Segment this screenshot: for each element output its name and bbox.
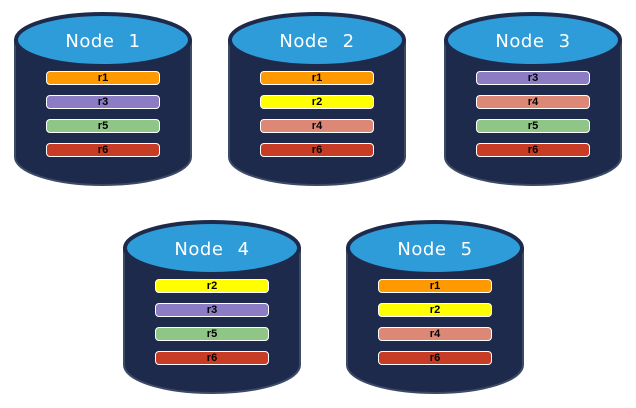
node-title: Node 5	[397, 239, 473, 260]
partition-label: r5	[97, 120, 109, 132]
partition-bar: r2	[378, 303, 492, 317]
partition-list: r1 r3 r5 r6	[46, 71, 160, 167]
cylinder-top	[123, 220, 301, 276]
partition-label: r6	[527, 144, 539, 156]
database-node: Node 5 r1 r2 r4 r6	[344, 219, 526, 397]
partition-label: r4	[429, 328, 441, 340]
partition-bar: r6	[155, 351, 269, 365]
partition-bar: r5	[476, 119, 590, 133]
partition-bar: r6	[46, 143, 160, 157]
partition-bar: r2	[260, 95, 374, 109]
partition-label: r6	[429, 352, 441, 364]
database-node: Node 4 r2 r3 r5 r6	[121, 219, 303, 397]
database-node: Node 1 r1 r3 r5 r6	[12, 11, 194, 189]
partition-bar: r3	[155, 303, 269, 317]
partition-bar: r4	[476, 95, 590, 109]
partition-bar: r1	[378, 279, 492, 293]
partition-bar: r1	[260, 71, 374, 85]
partition-label: r2	[311, 96, 323, 108]
partition-label: r3	[206, 304, 218, 316]
partition-bar: r6	[378, 351, 492, 365]
partition-list: r1 r2 r4 r6	[378, 279, 492, 375]
node-title: Node 1	[65, 31, 141, 52]
partition-bar: r3	[46, 95, 160, 109]
partition-bar: r6	[260, 143, 374, 157]
cylinder-top	[444, 12, 622, 68]
partition-bar: r1	[46, 71, 160, 85]
cylinder-top	[14, 12, 192, 68]
partition-list: r1 r2 r4 r6	[260, 71, 374, 167]
partition-list: r2 r3 r5 r6	[155, 279, 269, 375]
partition-label: r1	[429, 280, 441, 292]
node-title: Node 4	[174, 239, 250, 260]
partition-label: r6	[97, 144, 109, 156]
partition-bar: r4	[378, 327, 492, 341]
partition-bar: r3	[476, 71, 590, 85]
partition-label: r5	[206, 328, 218, 340]
partition-bar: r5	[155, 327, 269, 341]
partition-label: r3	[97, 96, 109, 108]
node-title: Node 2	[279, 31, 355, 52]
database-node: Node 3 r3 r4 r5 r6	[442, 11, 624, 189]
partition-label: r6	[206, 352, 218, 364]
partition-label: r4	[527, 96, 539, 108]
database-node: Node 2 r1 r2 r4 r6	[226, 11, 408, 189]
partition-label: r1	[311, 72, 323, 84]
partition-label: r4	[311, 120, 323, 132]
partition-bar: r4	[260, 119, 374, 133]
cylinder-top	[346, 220, 524, 276]
partition-label: r1	[97, 72, 109, 84]
partition-bar: r6	[476, 143, 590, 157]
partition-bar: r2	[155, 279, 269, 293]
node-title: Node 3	[495, 31, 571, 52]
partition-label: r2	[206, 280, 218, 292]
partition-list: r3 r4 r5 r6	[476, 71, 590, 167]
partition-label: r6	[311, 144, 323, 156]
partition-bar: r5	[46, 119, 160, 133]
partition-label: r2	[429, 304, 441, 316]
partition-label: r3	[527, 72, 539, 84]
cylinder-top	[228, 12, 406, 68]
partition-label: r5	[527, 120, 539, 132]
